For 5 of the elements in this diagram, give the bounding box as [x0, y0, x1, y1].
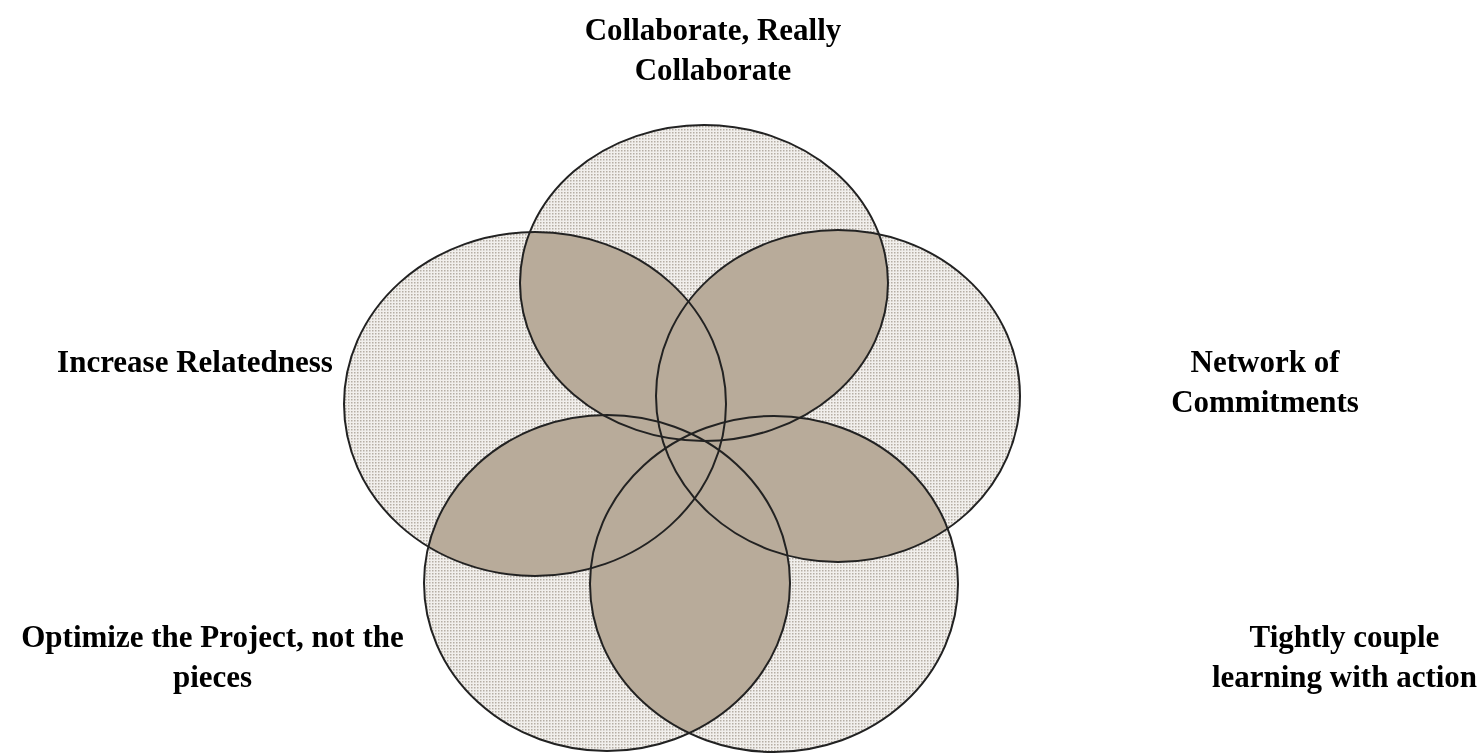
circle-label: Tightly couple learning with action — [1210, 618, 1479, 696]
circle-label: Collaborate, Really Collaborate — [583, 11, 843, 89]
circle-label: Increase Relatedness — [56, 343, 334, 381]
circle-label: Optimize the Project, not the pieces — [20, 618, 405, 696]
circle-label: Network of Commitments — [1170, 343, 1360, 421]
